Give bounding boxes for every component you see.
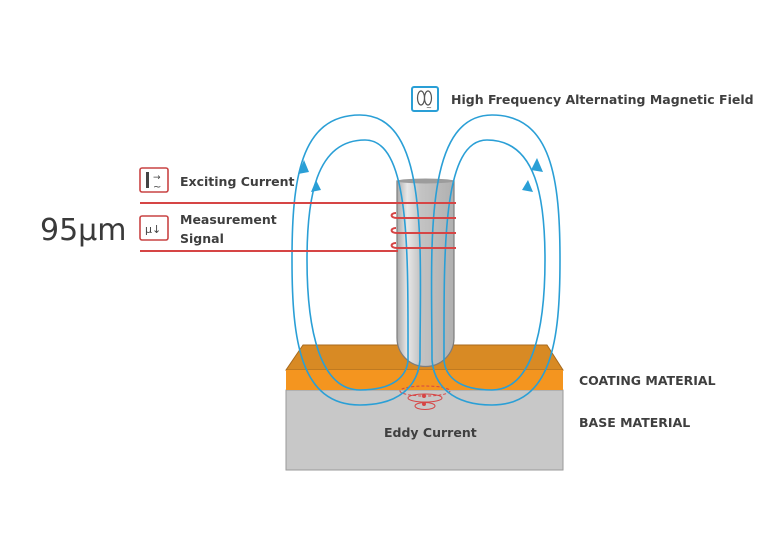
measurement-signal-icon: [139, 215, 169, 241]
current-source-icon-arrow: →: [153, 173, 161, 183]
base-material-label: BASE MATERIAL: [579, 415, 690, 430]
arrow-down-icon: [522, 180, 533, 192]
coil-field-icon-loop: [416, 90, 426, 106]
field-line-right-outer: [430, 114, 561, 406]
current-source-icon-wave: ~: [153, 182, 161, 193]
measurement-label-line2: Signal: [180, 231, 224, 246]
eddy-current-label: Eddy Current: [384, 425, 477, 440]
arrow-up-icon: [311, 180, 321, 192]
probe-body: [396, 180, 455, 368]
current-source-icon-bar: [146, 172, 149, 188]
eddy-arrow: [422, 394, 426, 398]
coil-field-icon-wave: ~: [426, 104, 432, 112]
measurement-signal-icon-glyph: µ↓: [145, 223, 161, 236]
field-arrows: [298, 158, 543, 192]
eddy-arrow: [422, 402, 426, 406]
coil-field-icon-loop: [423, 90, 433, 106]
legend-measurement-signal: µ↓ Measurement Signal: [139, 212, 277, 246]
legend-exciting-current: → ~ Exciting Current: [139, 167, 295, 193]
field-line-left-outer: [291, 114, 422, 406]
magnetic-field-lines: [291, 114, 561, 406]
coating-front-face: [286, 370, 563, 390]
exciting-current-label: Exciting Current: [180, 174, 295, 189]
eddy-current-loops: [399, 385, 451, 410]
probe-top: [397, 178, 454, 184]
arrow-down-icon: [531, 158, 543, 172]
field-line-left-inner: [306, 139, 409, 391]
legend-magnetic-field: ~ High Frequency Alternating Magnetic Fi…: [411, 86, 754, 112]
current-source-icon: [139, 167, 169, 193]
coil-field-icon: [411, 86, 439, 112]
field-line-right-inner: [443, 139, 546, 391]
coating-material-label: COATING MATERIAL: [579, 373, 716, 388]
magnetic-field-label: High Frequency Alternating Magnetic Fiel…: [451, 92, 754, 107]
coil-wire: [140, 202, 456, 252]
arrow-up-icon: [298, 160, 309, 174]
measurement-label-line1: Measurement: [180, 212, 277, 227]
coil-turn: [390, 212, 456, 219]
coil-turn: [390, 227, 456, 234]
probe: [396, 178, 455, 368]
coil-turn: [390, 242, 456, 249]
thickness-reading: 95µm: [40, 213, 126, 248]
